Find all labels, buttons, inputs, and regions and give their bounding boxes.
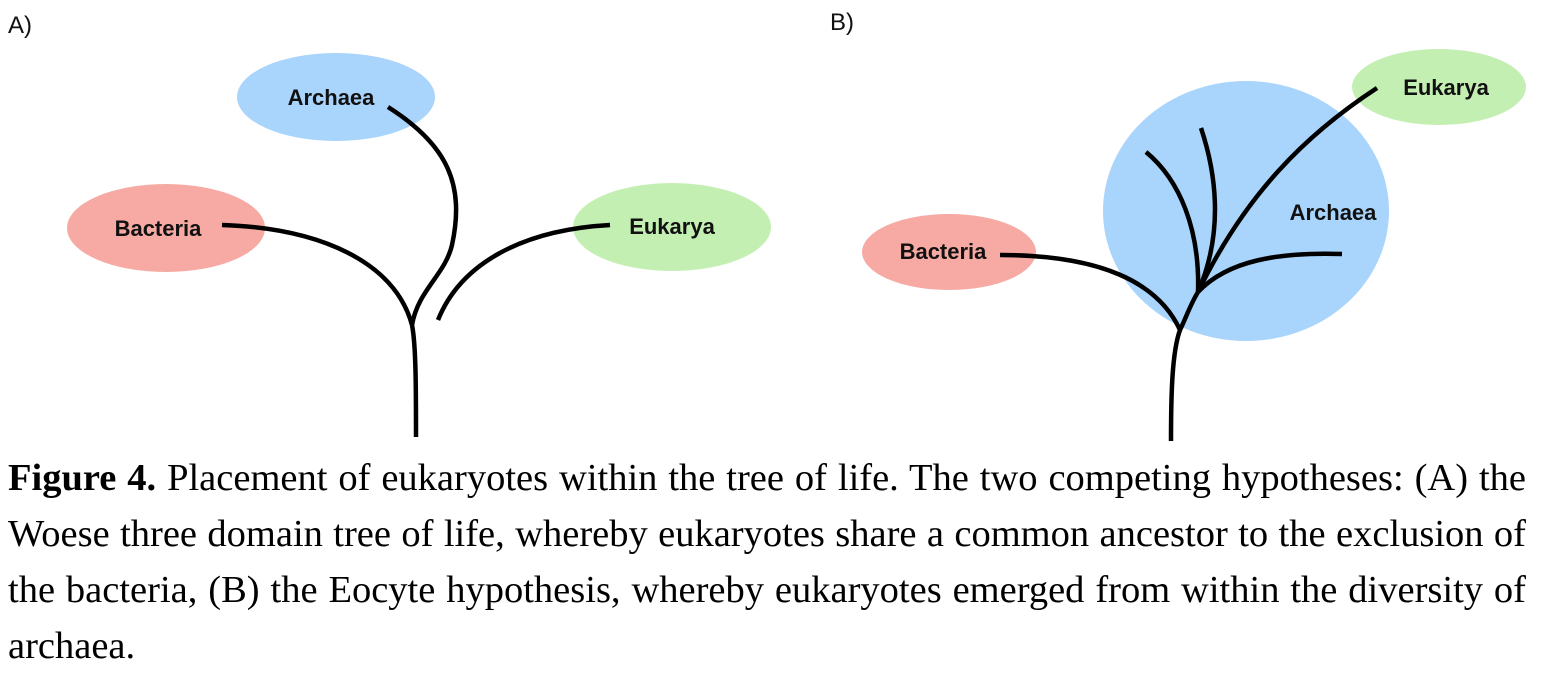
- archaea-label-a: Archaea: [288, 85, 376, 110]
- root-branch-b: [1168, 329, 1183, 442]
- archaea-branch-2-b: [1195, 127, 1218, 293]
- archaea-ellipse-a: [237, 53, 435, 141]
- tree-of-life-diagram: A) Archaea Bacteria Eukarya B) Eukarya A…: [8, 9, 1526, 442]
- panel-a: A) Archaea Bacteria Eukarya: [8, 12, 771, 438]
- eukarya-ellipse-a: [573, 183, 771, 271]
- archaea-branch-3-b: [1196, 251, 1343, 294]
- eukarya-branch-a: [435, 222, 611, 321]
- panel-a-label: A): [8, 12, 32, 39]
- figure-caption-label: Figure 4.: [8, 457, 157, 499]
- figure-caption-text: Placement of eukaryotes within the tree …: [8, 457, 1527, 667]
- archaea-branch-a: [386, 105, 459, 326]
- panel-b-label: B): [830, 9, 854, 36]
- archaea-stem-b: [1177, 290, 1200, 332]
- eukarya-label-b: Eukarya: [1403, 75, 1489, 100]
- eukarya-ellipse-b: [1352, 49, 1526, 125]
- bacteria-label-b: Bacteria: [900, 239, 988, 264]
- eukarya-label-a: Eukarya: [629, 214, 715, 239]
- archaea-label-b: Archaea: [1290, 200, 1378, 225]
- eukarya-branch-b: [1195, 86, 1379, 293]
- root-branch-a: [409, 324, 419, 438]
- bacteria-label-a: Bacteria: [115, 216, 203, 241]
- bacteria-branch-b: [999, 252, 1183, 331]
- figure-caption: Figure 4. Placement of eukaryotes within…: [8, 450, 1526, 674]
- bacteria-branch-a: [221, 222, 415, 326]
- bacteria-ellipse-b: [862, 214, 1036, 290]
- panel-b: B) Eukarya Archaea Bacteria: [830, 9, 1526, 442]
- archaea-branch-1-b: [1144, 150, 1201, 293]
- bacteria-ellipse-a: [67, 184, 265, 272]
